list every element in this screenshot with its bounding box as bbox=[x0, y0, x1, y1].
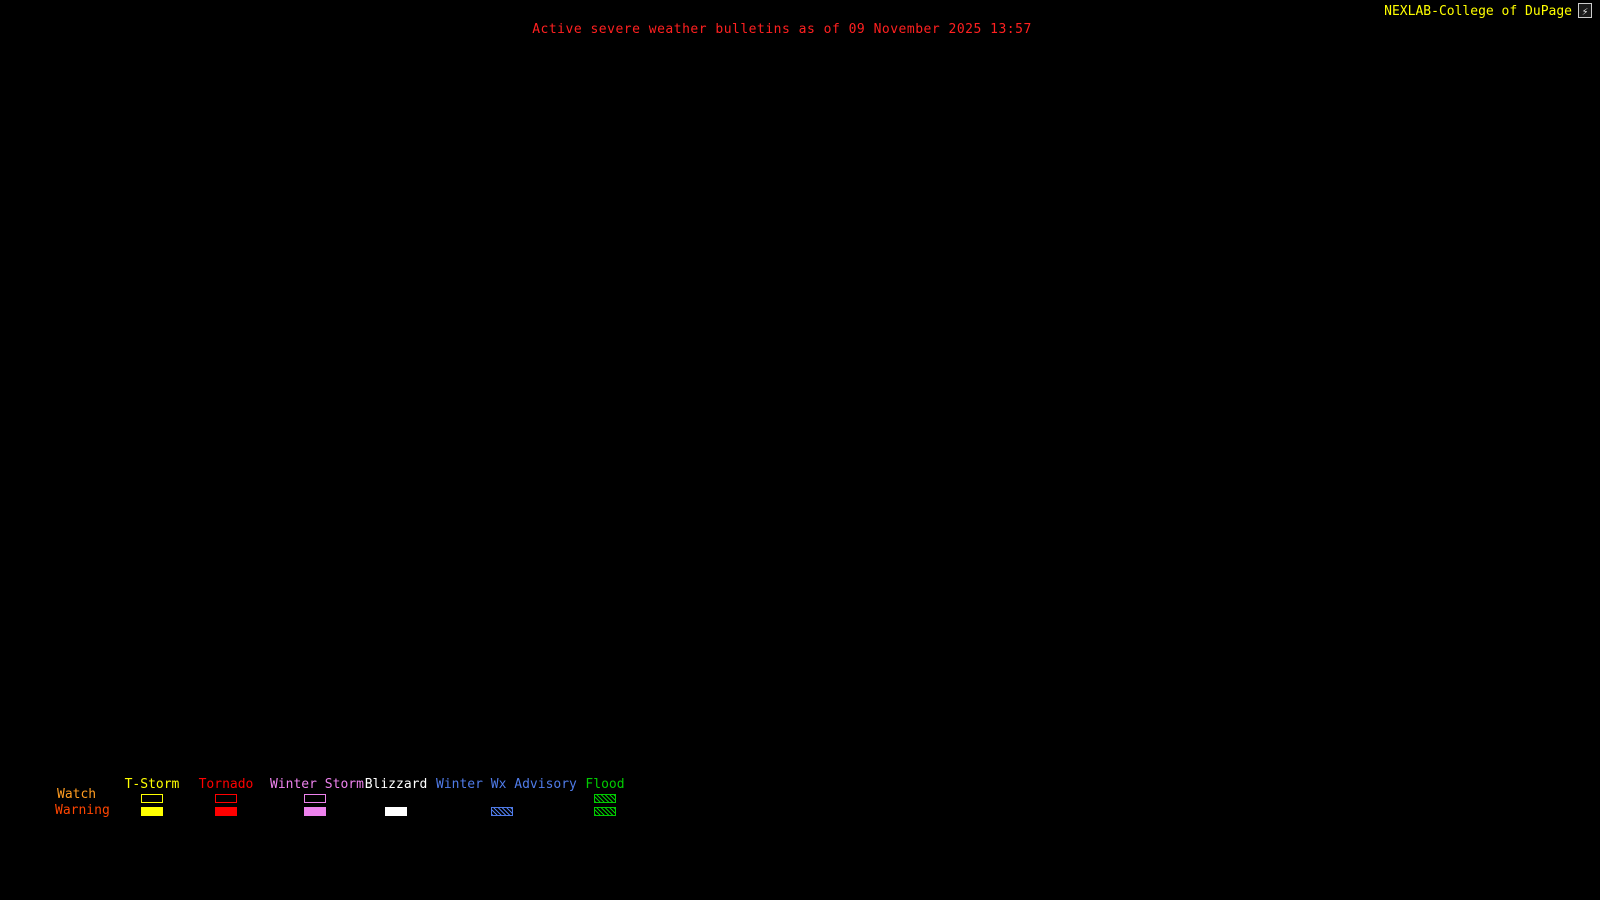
tstorm-warning-swatch bbox=[141, 807, 163, 816]
legend-col-flood: Flood bbox=[565, 775, 645, 821]
brand-text: NEXLAB-College of DuPage bbox=[1384, 4, 1572, 19]
legend-watch-row-label: Watch bbox=[57, 787, 97, 802]
legend-col-tornado: Tornado bbox=[186, 775, 266, 821]
legend-col-blizzard: Blizzard bbox=[354, 775, 438, 821]
bulletin-title: Active severe weather bulletins as of 09… bbox=[532, 22, 1032, 37]
tstorm-watch-swatch bbox=[141, 794, 163, 803]
flood-watch-swatch bbox=[594, 794, 616, 803]
legend-label-blizzard: Blizzard bbox=[364, 777, 428, 792]
legend-label-tstorm: T-Storm bbox=[124, 777, 180, 792]
legend-label-winter-wx-advisory: Winter Wx Advisory bbox=[436, 777, 577, 792]
legend: Watch Warning T-Storm Tornado Winter Sto… bbox=[0, 775, 720, 825]
legend-warning-row-label: Warning bbox=[55, 803, 110, 818]
legend-label-flood: Flood bbox=[585, 777, 625, 792]
legend-col-tstorm: T-Storm bbox=[112, 775, 192, 821]
tornado-watch-swatch bbox=[215, 794, 237, 803]
blizzard-warning-swatch bbox=[385, 807, 407, 816]
nexlab-logo-icon: ⚡ bbox=[1578, 3, 1592, 18]
legend-col-winter-wx-advisory: Winter Wx Advisory bbox=[436, 775, 577, 821]
tornado-warning-swatch bbox=[215, 807, 237, 816]
legend-label-tornado: Tornado bbox=[198, 777, 254, 792]
winter-wx-advisory-swatch bbox=[491, 807, 513, 816]
legend-col-winter-storm: Winter Storm bbox=[270, 775, 364, 821]
winter-storm-watch-swatch bbox=[304, 794, 326, 803]
winter-storm-warning-swatch bbox=[304, 807, 326, 816]
flood-warning-swatch bbox=[594, 807, 616, 816]
legend-label-winter-storm: Winter Storm bbox=[270, 777, 364, 792]
